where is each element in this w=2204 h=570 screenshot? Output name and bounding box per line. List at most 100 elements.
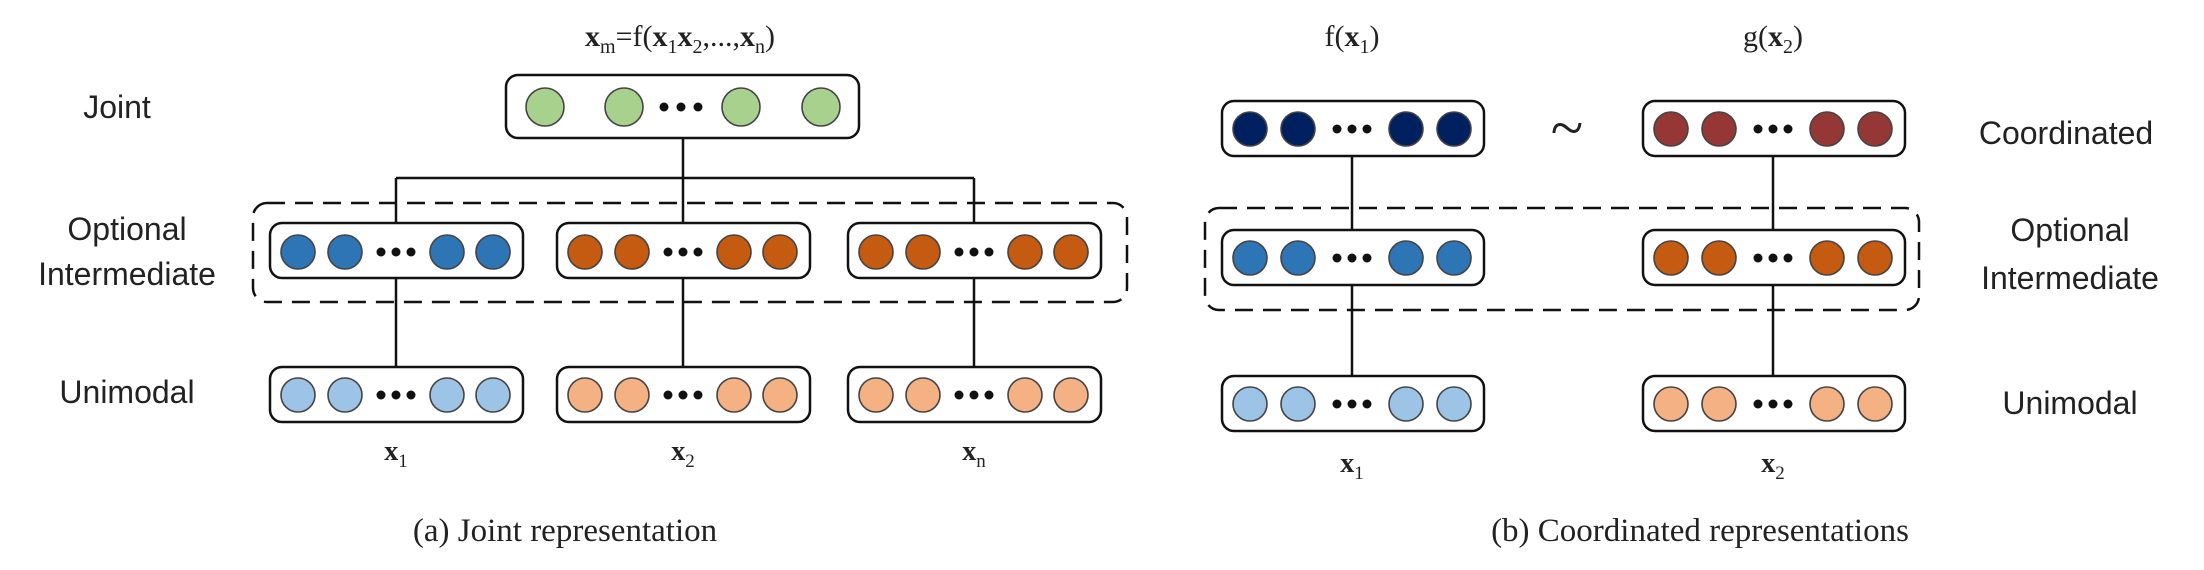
input-x1: x1 bbox=[384, 436, 408, 472]
similarity-tilde: ~ bbox=[1551, 95, 1583, 161]
neuron bbox=[1436, 111, 1472, 147]
unimodal-layer-2 bbox=[555, 365, 812, 424]
intermediate-layer-1 bbox=[268, 221, 525, 280]
ellipsis-dot bbox=[969, 247, 979, 257]
neuron bbox=[1809, 386, 1845, 422]
neuron bbox=[1280, 240, 1316, 276]
input-x1: x1 bbox=[1340, 448, 1364, 484]
ellipsis-dot bbox=[693, 102, 703, 112]
neuron bbox=[1653, 386, 1689, 422]
ellipsis-dot bbox=[1768, 399, 1778, 409]
input-x2: x2 bbox=[671, 436, 695, 472]
ellipsis-dot bbox=[954, 247, 964, 257]
optional-region bbox=[251, 201, 1129, 304]
unimodal-layer-n bbox=[846, 365, 1103, 424]
ellipsis-dot bbox=[1753, 253, 1763, 263]
neuron bbox=[1436, 386, 1472, 422]
neuron bbox=[614, 377, 650, 413]
neuron bbox=[280, 377, 316, 413]
neuron bbox=[1388, 240, 1424, 276]
neuron bbox=[604, 87, 644, 127]
neuron bbox=[1280, 111, 1316, 147]
neuron bbox=[525, 87, 565, 127]
neuron bbox=[762, 377, 798, 413]
input-xn: xn bbox=[962, 436, 986, 472]
ellipsis-dot bbox=[678, 247, 688, 257]
ellipsis-dot bbox=[1332, 124, 1342, 134]
neuron bbox=[567, 234, 603, 270]
neuron bbox=[1053, 377, 1089, 413]
neuron bbox=[858, 377, 894, 413]
neuron bbox=[1857, 240, 1893, 276]
ellipsis-dot bbox=[659, 102, 669, 112]
neuron bbox=[1701, 240, 1737, 276]
neuron bbox=[1388, 386, 1424, 422]
ellipsis-dot bbox=[678, 390, 688, 400]
neuron bbox=[1653, 240, 1689, 276]
formula-part: x bbox=[652, 20, 667, 53]
intermediate-layer-2 bbox=[555, 221, 812, 280]
label-unimodal: Unimodal bbox=[2002, 385, 2137, 421]
neuron bbox=[1053, 234, 1089, 270]
ellipsis-dot bbox=[1783, 399, 1793, 409]
ellipsis-dot bbox=[663, 390, 673, 400]
neuron bbox=[858, 234, 894, 270]
input-x2: x2 bbox=[1761, 448, 1785, 484]
formula-part: m bbox=[600, 36, 616, 58]
intermediate-layer-1 bbox=[1220, 228, 1486, 287]
neuron bbox=[567, 377, 603, 413]
ellipsis-dot bbox=[1332, 399, 1342, 409]
neuron bbox=[475, 377, 511, 413]
neuron bbox=[716, 377, 752, 413]
neuron bbox=[429, 234, 465, 270]
unimodal-layer-1 bbox=[1220, 374, 1486, 433]
formula-part: n bbox=[755, 36, 765, 58]
ellipsis-dot bbox=[693, 390, 703, 400]
neuron bbox=[1857, 386, 1893, 422]
ellipsis-dot bbox=[376, 247, 386, 257]
unimodal-layer-2 bbox=[1641, 374, 1907, 433]
neuron bbox=[1809, 240, 1845, 276]
neuron bbox=[905, 234, 941, 270]
ellipsis-dot bbox=[1768, 124, 1778, 134]
ellipsis-dot bbox=[969, 390, 979, 400]
label-optional: Optional bbox=[67, 211, 186, 247]
joint-connector bbox=[394, 138, 976, 223]
caption-b: (b) Coordinated representations bbox=[1491, 513, 1909, 549]
intermediate-layer-2 bbox=[1641, 228, 1907, 287]
ellipsis-dot bbox=[1347, 253, 1357, 263]
neuron bbox=[1809, 111, 1845, 147]
neuron bbox=[762, 234, 798, 270]
neuron bbox=[280, 234, 316, 270]
formula-part: 2 bbox=[692, 36, 702, 58]
formula-part: x bbox=[677, 20, 692, 53]
neuron bbox=[1436, 240, 1472, 276]
neuron bbox=[716, 234, 752, 270]
ellipsis-dot bbox=[1783, 253, 1793, 263]
ellipsis-dot bbox=[1347, 399, 1357, 409]
neuron bbox=[327, 377, 363, 413]
neuron bbox=[1388, 111, 1424, 147]
ellipsis-dot bbox=[1783, 124, 1793, 134]
label-optional: Optional bbox=[2010, 212, 2129, 248]
panel-joint: xm=f(x1x2,...,xn) Joint Optional Interme… bbox=[38, 20, 1129, 549]
neuron bbox=[1232, 111, 1268, 147]
ellipsis-dot bbox=[406, 247, 416, 257]
formula-part: =f( bbox=[616, 20, 653, 53]
panel-coordinated: f(x1) g(x2) ~ Coordinated Optional Inter… bbox=[1203, 20, 2159, 549]
neuron bbox=[1653, 111, 1689, 147]
formula-part: ) bbox=[765, 20, 775, 53]
formula-part: 1 bbox=[667, 36, 677, 58]
neuron bbox=[1280, 386, 1316, 422]
label-intermediate: Intermediate bbox=[1981, 260, 2159, 296]
neuron bbox=[801, 87, 841, 127]
label-coordinated: Coordinated bbox=[1979, 115, 2153, 151]
neuron bbox=[327, 234, 363, 270]
ellipsis-dot bbox=[391, 247, 401, 257]
label-joint: Joint bbox=[83, 89, 151, 125]
ellipsis-dot bbox=[984, 247, 994, 257]
label-intermediate: Intermediate bbox=[38, 256, 216, 292]
formula-part: x bbox=[585, 20, 600, 53]
neuron bbox=[1007, 234, 1043, 270]
